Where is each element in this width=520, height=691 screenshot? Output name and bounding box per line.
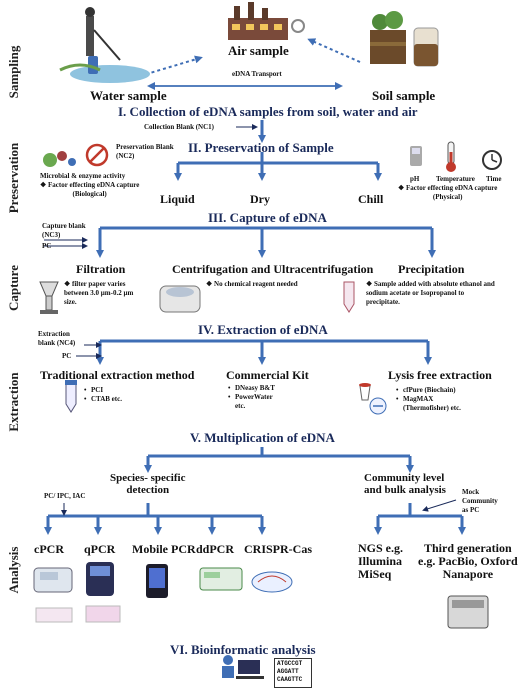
- step-5-title: V. Multiplication of eDNA: [190, 430, 335, 445]
- time-label: Time: [486, 175, 502, 183]
- list-item: PowerWater etc.: [228, 393, 275, 411]
- biological-factor-label: ❖ Factor effecting eDNA capture (Biologi…: [40, 181, 140, 198]
- crispr-icon: [251, 571, 293, 593]
- dry-label: Dry: [250, 192, 270, 206]
- ngs-label: NGS e.g. Illumina MiSeq: [358, 541, 403, 581]
- traditional-extraction-label: Traditional extraction method: [40, 368, 195, 382]
- sequence-text: ATGCCGT AGGATT CAAGTTC: [277, 660, 303, 683]
- ph-meter-icon: [410, 146, 422, 166]
- method-mobile-pcr: Mobile PCR: [132, 542, 196, 556]
- method-crispr: CRISPR-Cas: [244, 542, 313, 556]
- microtube-icon: [359, 383, 387, 415]
- physical-factor-label: ❖ Factor effecting eDNA capture (Physica…: [398, 184, 498, 201]
- community-level-label: Community level and bulk analysis: [364, 472, 446, 496]
- list-item: cfPure (Biochain): [396, 386, 461, 395]
- water-sampler-icon: [59, 7, 150, 83]
- list-item: MagMAX (Thermofisher) etc.: [396, 395, 461, 413]
- water-sample-label: Water sample: [90, 88, 167, 103]
- traditional-list: PCI CTAB etc.: [84, 386, 122, 404]
- step-2-title: II. Preservation of Sample: [188, 140, 334, 155]
- third-generation-label: Third generation e.g. PacBio, Oxford Nan…: [418, 541, 518, 581]
- list-item: CTAB etc.: [84, 395, 122, 404]
- temperature-label: Temperature: [436, 175, 475, 183]
- method-qpcr: qPCR: [84, 542, 116, 556]
- extraction-blank-label: Extraction blank (NC4): [38, 330, 76, 347]
- method-ddpcr: ddPCR: [196, 542, 235, 556]
- step-1-title: I. Collection of eDNA samples from soil,…: [118, 104, 418, 119]
- soil-sample-label: Soil sample: [372, 88, 436, 103]
- pc-ipc-iac-label: PC/ IPC, IAC: [44, 492, 86, 500]
- ph-label: pH: [410, 175, 420, 183]
- filtration-note: ❖ filter paper varies between 3.0 µm-0.2…: [64, 280, 134, 306]
- commercial-kit-label: Commercial Kit: [226, 368, 309, 382]
- no-symbol-icon: [85, 143, 109, 167]
- step-6-title: VI. Bioinformatic analysis: [170, 642, 316, 657]
- liquid-label: Liquid: [160, 192, 195, 206]
- cpcr-machine-icon: [33, 567, 73, 623]
- ddpcr-machine-icon: [199, 567, 243, 591]
- clock-icon: [482, 150, 502, 170]
- tube-icon: [343, 281, 355, 313]
- mobile-pcr-icon: [146, 564, 168, 598]
- qpcr-machine-icon: [85, 562, 121, 623]
- centrifuge-icon: [159, 285, 201, 313]
- factory-icon: [228, 2, 305, 40]
- filtration-label: Filtration: [76, 262, 126, 276]
- centrifugation-note: ❖ No chemical reagent needed: [206, 280, 298, 288]
- sequencer-icon: [447, 595, 489, 629]
- kit-list: DNeasy B&T PowerWater etc.: [228, 384, 275, 411]
- collection-blank-label: Collection Blank (NC1): [144, 123, 214, 131]
- preservation-blank-label: Preservation Blank (NC2): [116, 143, 174, 160]
- centrifugation-label: Centrifugation and Ultracentrifugation: [172, 262, 374, 276]
- method-cpcr: cPCR: [34, 542, 64, 556]
- microbial-activity-label: Microbial & enzyme activity: [40, 172, 126, 180]
- mock-community-label: Mock Community as PC: [462, 488, 498, 514]
- air-sample-label: Air sample: [228, 43, 289, 58]
- precipitation-note: ❖ Sample added with absolute ethanol and…: [366, 280, 495, 306]
- capture-pc-label: PC: [42, 242, 52, 250]
- species-specific-label: Species- specific detection: [110, 472, 186, 496]
- extraction-pc-label: PC: [62, 352, 72, 360]
- falcon-tube-icon: [65, 380, 77, 413]
- filter-funnel-icon: [39, 281, 59, 314]
- precipitation-label: Precipitation: [398, 262, 465, 276]
- step-3-title: III. Capture of eDNA: [208, 210, 327, 225]
- step-4-title: IV. Extraction of eDNA: [198, 322, 328, 337]
- sequence-box: ATGCCGT AGGATT CAAGTTC: [274, 658, 312, 688]
- microbe-icon: [43, 151, 76, 167]
- chill-label: Chill: [358, 192, 384, 206]
- capture-blank-label: Capture blank (NC3): [42, 222, 86, 239]
- soil-sample-icon: [370, 11, 439, 67]
- list-item: PCI: [84, 386, 122, 395]
- edna-transport-label: eDNA Transport: [232, 70, 282, 78]
- lysis-list: cfPure (Biochain) MagMAX (Thermofisher) …: [396, 386, 461, 413]
- thermometer-icon: [446, 141, 456, 172]
- lysis-free-label: Lysis free extraction: [388, 368, 492, 382]
- scientist-computer-icon: [222, 655, 264, 679]
- list-item: DNeasy B&T: [228, 384, 275, 393]
